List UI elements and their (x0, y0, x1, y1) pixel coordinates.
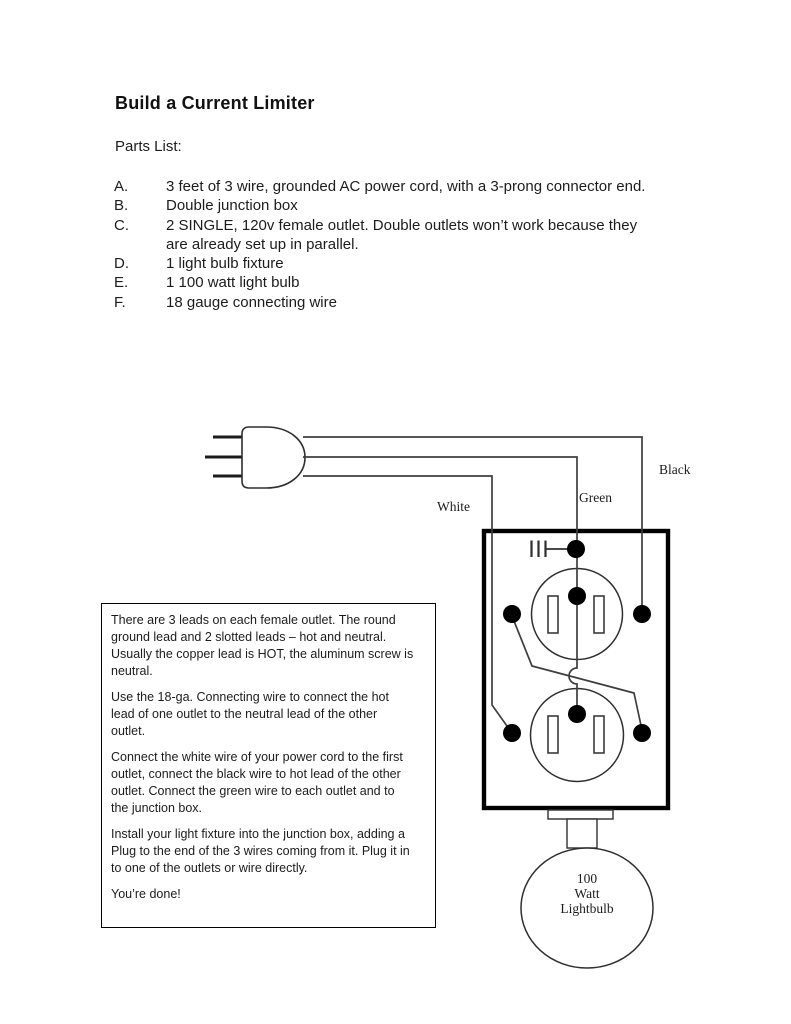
item-text: 1 100 watt light bulb (166, 274, 300, 292)
page-title: Build a Current Limiter (115, 93, 315, 113)
instructions-paragraph: Connect the white wire of your power cor… (111, 749, 426, 817)
instruction-line: Connect the white wire of your power cor… (111, 750, 403, 764)
white-wire-label: White (437, 499, 470, 514)
outlet1-left-terminal-dot (503, 605, 521, 623)
power-plug (205, 426, 306, 489)
bulb-label-line1: 100 (577, 871, 598, 886)
ground-terminal-dot (567, 540, 585, 558)
bulb-label-line2: Watt (574, 886, 599, 901)
parts-list-heading: Parts List: (115, 138, 182, 155)
parts-list-item: A. 3 feet of 3 wire, grounded AC power c… (114, 177, 714, 196)
outlet1-top-terminal-dot (568, 587, 586, 605)
parts-list-item: D. 1 light bulb fixture (114, 254, 714, 273)
item-text: are already set up in parallel. (166, 235, 359, 253)
outlet2-left-terminal-dot (503, 724, 521, 742)
outlet-slot (547, 715, 559, 754)
light-bulb-fixture: 100 Watt Lightbulb (520, 809, 654, 969)
item-text: 3 feet of 3 wire, grounded AC power cord… (166, 178, 646, 195)
instruction-line: Use the 18-ga. Connecting wire to connec… (111, 690, 389, 704)
item-letter: E. (114, 274, 129, 292)
item-text: 18 gauge connecting wire (166, 293, 337, 311)
instruction-line: neutral. (111, 664, 153, 678)
outlet-slot (593, 595, 605, 634)
outlet-2 (529, 687, 625, 783)
instructions-paragraph: You’re done! (111, 886, 426, 903)
instruction-line: to one of the outlets or wire directly. (111, 861, 308, 875)
instruction-line: Plug to the end of the 3 wires coming fr… (111, 844, 410, 858)
light-bulb (520, 847, 654, 969)
instruction-line: Usually the copper lead is HOT, the alum… (111, 647, 414, 661)
item-text: 2 SINGLE, 120v female outlet. Double out… (166, 216, 638, 234)
instruction-line: Install your light fixture into the junc… (111, 827, 405, 841)
item-letter: A. (114, 178, 129, 195)
terminal-dots (503, 540, 651, 742)
fixture-stem (566, 818, 598, 849)
instruction-line: ground lead and 2 slotted leads – hot an… (111, 630, 387, 644)
instruction-line: There are 3 leads on each female outlet.… (111, 613, 396, 627)
parts-list-item: F. 18 gauge connecting wire (114, 293, 714, 312)
bulb-label-line3: Lightbulb (560, 901, 613, 916)
black-wire (303, 436, 643, 610)
instructions-box: There are 3 leads on each female outlet.… (101, 603, 436, 928)
item-letter: B. (114, 197, 129, 215)
item-letter: C. (114, 216, 129, 234)
instructions-paragraph: Use the 18-ga. Connecting wire to connec… (111, 689, 426, 740)
parts-list-item: C. 2 SINGLE, 120v female outlet. Double … (114, 216, 714, 235)
white-wire (303, 475, 513, 734)
ground-symbol (530, 540, 570, 557)
parts-list-item: E. 1 100 watt light bulb (114, 273, 714, 292)
instruction-line: lead of one outlet to the neutral lead o… (111, 707, 378, 721)
green-wire-label: Green (579, 490, 612, 505)
plug-body (241, 426, 306, 489)
fixture-base (547, 809, 614, 820)
parts-list-item-continuation: are already set up in parallel. (114, 235, 714, 254)
parts-list-item: B. Double junction box (114, 196, 714, 215)
item-text: 1 light bulb fixture (166, 255, 284, 273)
outlet2-right-terminal-dot (633, 724, 651, 742)
outlet-slot (547, 595, 559, 634)
item-text: Double junction box (166, 197, 298, 215)
instructions-paragraph: There are 3 leads on each female outlet.… (111, 612, 426, 680)
green-wire (303, 456, 578, 712)
outlet2-top-terminal-dot (568, 705, 586, 723)
instruction-line: outlet. (111, 724, 146, 738)
instructions-paragraph: Install your light fixture into the junc… (111, 826, 426, 877)
black-wire-label: Black (659, 462, 691, 477)
instruction-line: outlet, connect the black wire to hot le… (111, 767, 401, 781)
item-letter: F. (114, 293, 126, 311)
instruction-line: outlet. Connect the green wire to each o… (111, 784, 395, 798)
outlet-slot (593, 715, 605, 754)
item-letter: D. (114, 255, 129, 273)
parts-list: A. 3 feet of 3 wire, grounded AC power c… (114, 177, 714, 312)
instruction-line: You’re done! (111, 887, 181, 901)
outlet1-right-terminal-dot (633, 605, 651, 623)
instruction-line: the junction box. (111, 801, 203, 815)
connecting-wire (511, 615, 643, 731)
